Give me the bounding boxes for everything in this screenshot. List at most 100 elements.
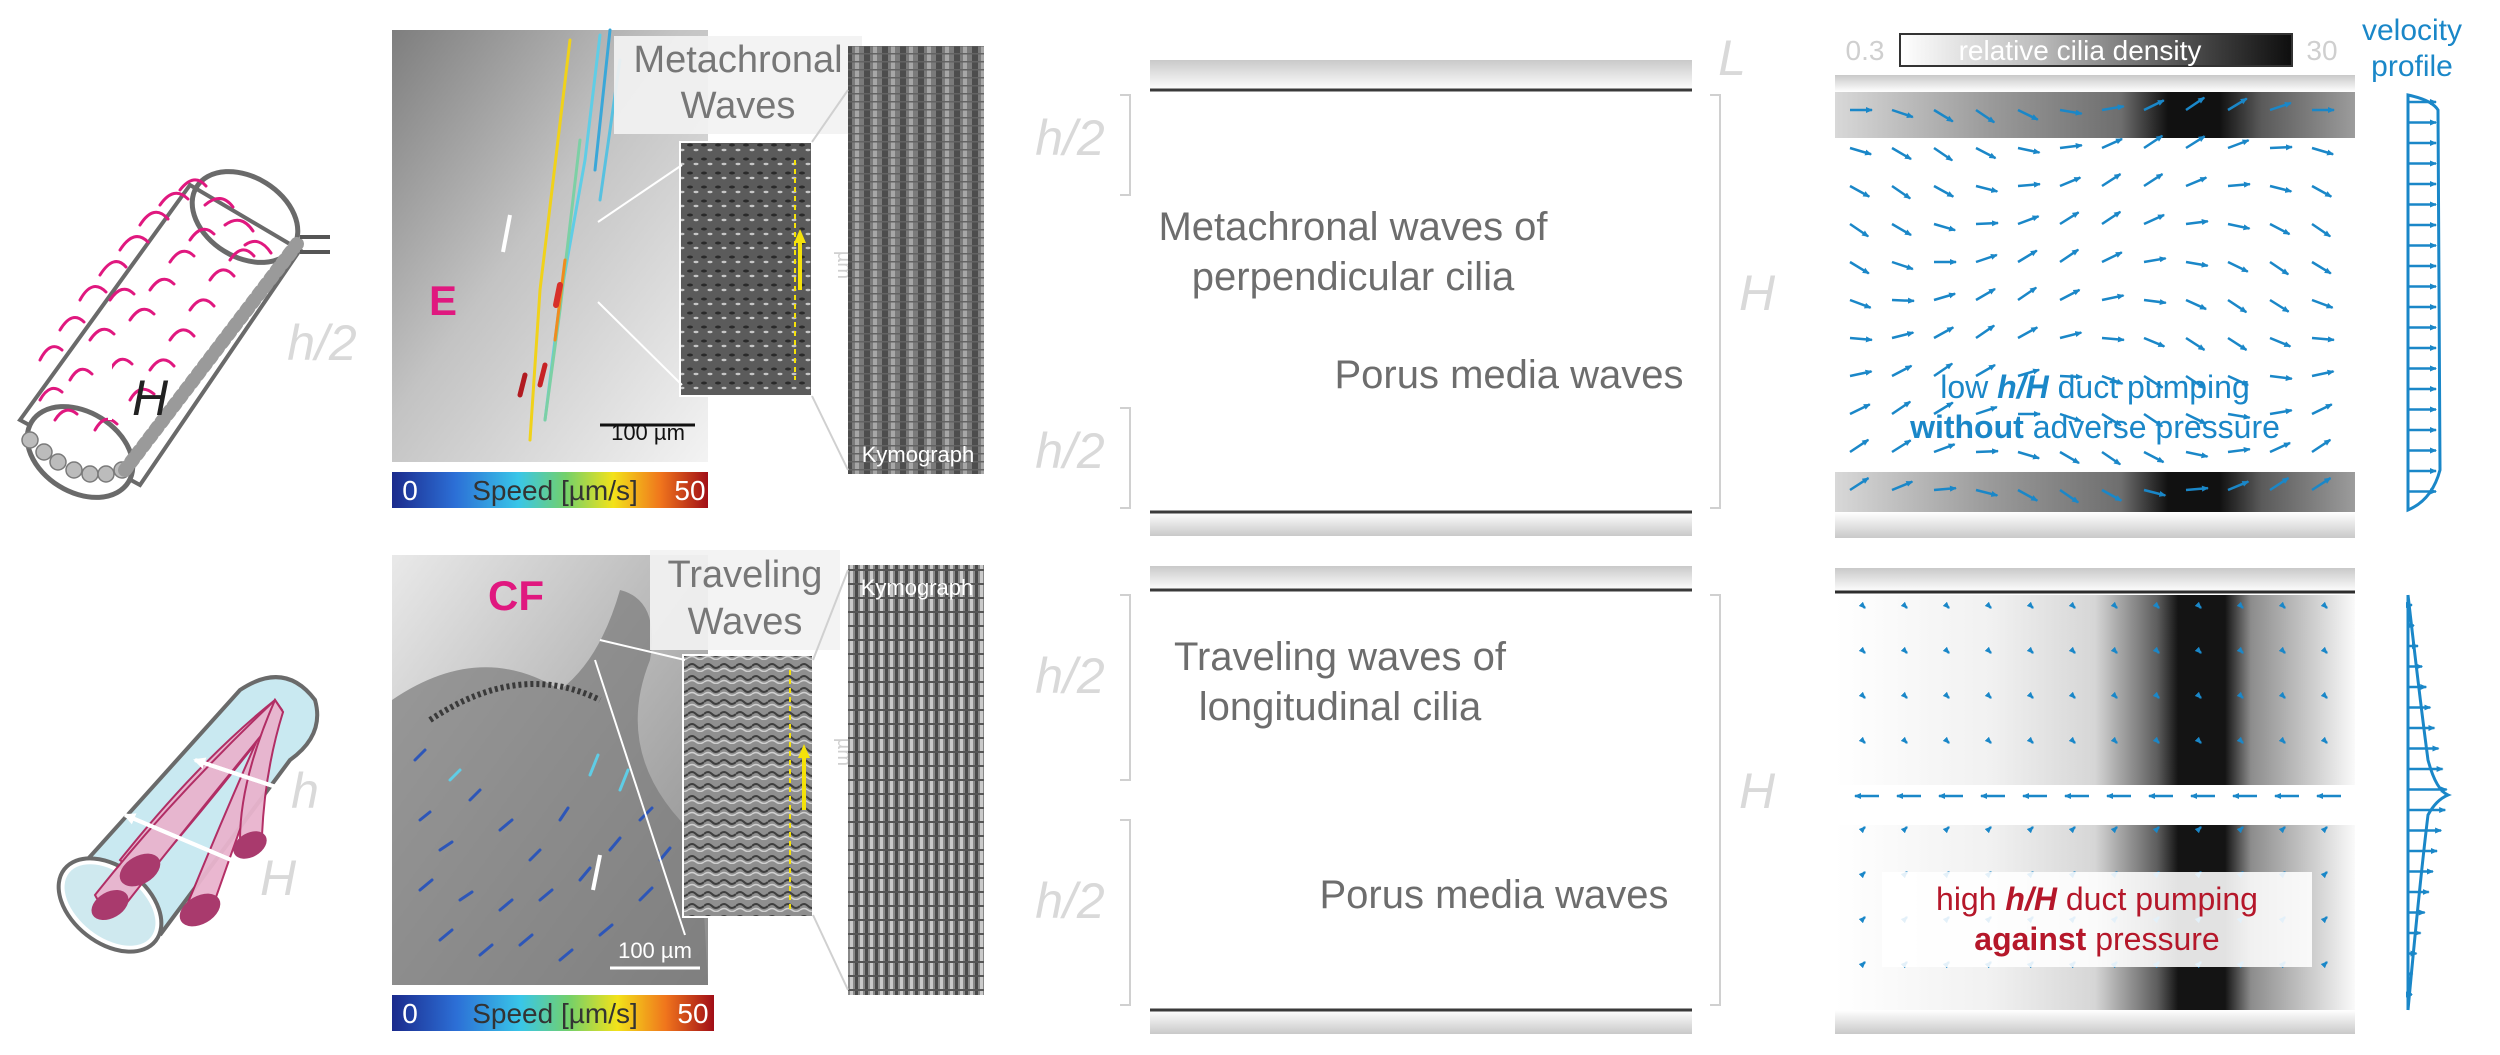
traveling-label-1: Traveling [668,554,823,596]
flow-arrow [1850,371,1872,376]
flow-arrow [2186,300,2206,309]
h-half-label-bottom-2: h/2 [1035,873,1105,929]
speed-min-top: 0 [402,475,418,506]
h-half-label-top-1: h/2 [1035,110,1105,166]
flow-arrow [2270,147,2292,148]
scale-bar-label-top: 100 µm [611,420,685,445]
flow-arrow [2186,136,2205,148]
flow-arrow [2102,338,2124,340]
flow-arrow [2186,452,2208,457]
flow-arrow [1976,451,1998,452]
flow-arrow [1934,327,1953,338]
metachronal-label-1: Metachronal [633,39,842,81]
flow-arrow [2060,250,2078,262]
flow-arrow [2186,338,2204,350]
flow-arrow [2102,212,2120,224]
flow-arrow [1934,444,1955,452]
flow-arrow [1976,326,1994,338]
flow-arrow [2228,224,2250,229]
flow-arrow [2186,262,2208,266]
flow-arrow [2312,186,2331,197]
flow-arrow [2228,300,2246,312]
flow-arrow [1850,224,1868,236]
flow-arrow [2228,449,2250,452]
flow-arrow [2144,452,2164,462]
speed-min-bottom: 0 [402,998,418,1029]
flow-arrow [1892,262,1913,269]
flow-arrow [2270,262,2288,274]
flow-arrow [2270,376,2292,379]
flow-arrow [2060,212,2079,224]
flow-arrow [2018,452,2039,458]
speed-max-bottom: 50 [677,998,708,1029]
velocity-label-2: profile [2371,50,2453,83]
flow-arrow [2186,178,2206,186]
flow-arrow [1934,294,1955,300]
speed-label-bottom: Speed [µm/s] [472,998,638,1029]
flow-arrow [1892,333,1913,338]
longitudinal-cilia-duct-illustration: h H [41,677,319,971]
flow-arrow [1892,148,1911,159]
h-half-label-illustration: h/2 [287,315,357,371]
flow-arrow [2270,224,2290,234]
flow-arrow [2018,251,2037,262]
flow-arrow [2270,186,2291,191]
flow-arrow [2144,215,2164,224]
flow-arrow [2228,184,2250,186]
flow-arrow [1850,300,1871,308]
velocity-profile-bottom [2408,595,2448,1010]
label-CF: CF [488,572,544,619]
flow-arrow [1850,440,1868,452]
flow-arrow [2060,145,2082,148]
H-label-middle-bottom: H [1739,763,1776,819]
density-max-label: 30 [2306,35,2337,66]
kymograph-label-bottom: Kymograph [861,575,974,600]
top-text-line-1: Metachronal waves of [1158,205,1548,249]
speed-max-top: 50 [674,475,705,506]
flow-arrow [2186,221,2208,224]
flow-arrow [1892,224,1911,235]
flow-arrow [1934,186,1953,197]
flow-arrow [2144,300,2166,303]
flow-arrow [2312,224,2330,236]
low-hH-flow-field: low h/H duct pumping without adverse pre… [1835,75,2355,538]
flow-arrow [1850,148,1871,154]
speed-label-top: Speed [µm/s] [472,475,638,506]
flow-arrow [1976,223,1998,224]
traveling-label-2: Waves [688,601,803,643]
flow-arrow [2228,338,2246,350]
H-label-middle-top: H [1739,265,1776,321]
high-hH-line-1: high h/H duct pumping [1936,881,2258,917]
flow-arrow [2144,174,2162,186]
flow-arrow [1976,148,1996,158]
flow-arrow [1934,148,1952,160]
flow-arrow [2312,300,2333,308]
flow-arrow [1850,338,1872,340]
embryo-microscopy-panel: E 100 µm 0 Speed [µm/s] 50 µm Metachrona… [392,30,984,508]
flow-arrow [1850,262,1869,273]
velocity-label-1: velocity [2362,14,2462,47]
flow-arrow [1976,255,1997,262]
flow-arrow [1976,186,1997,191]
cilia-density-legend: 0.3 relative cilia density 30 [1846,34,2338,66]
bottom-text-line-3: Porus media waves [1319,873,1668,917]
flow-arrow [2018,148,2040,153]
density-legend-label: relative cilia density [1959,35,2202,66]
low-hH-line-2: without adverse pressure [1909,409,2280,445]
scale-bar-label-bottom: 100 µm [618,938,692,963]
flow-arrow [1934,224,1955,230]
velocity-profile-top [2408,95,2440,510]
label-E: E [429,277,457,324]
density-min-label: 0.3 [1846,35,1885,66]
flow-arrow [2060,333,2081,338]
flow-arrow [2312,371,2334,376]
flow-arrow [1850,186,1869,197]
flow-arrow [2312,338,2334,340]
flow-arrow [2102,295,2124,300]
flow-arrow [2102,174,2120,186]
flow-arrow [1850,404,1870,414]
flow-arrow [2060,290,2080,300]
L-label: L [1718,30,1746,86]
